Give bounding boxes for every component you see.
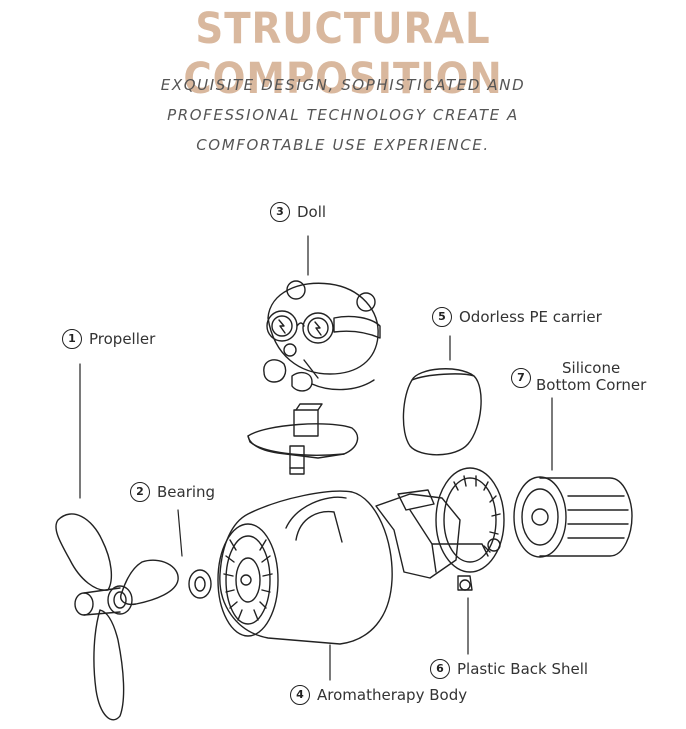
doll-base-drawing: [247, 403, 359, 475]
pe-carrier-drawing: [402, 368, 482, 456]
label-silicone-line-2: Bottom Corner: [536, 376, 647, 394]
label-back-shell-text: Plastic Back Shell: [457, 660, 589, 678]
label-bearing-number: 2: [130, 482, 150, 502]
label-propeller-text: Propeller: [89, 330, 156, 348]
bearing-drawing: [188, 569, 212, 599]
propeller-drawing: [55, 513, 179, 721]
page-title: STRUCTURAL COMPOSITION: [183, 4, 503, 104]
label-pe-carrier-number: 5: [432, 307, 452, 327]
doll-bear-drawing: [263, 280, 381, 392]
leader-lines: [79, 235, 553, 681]
label-silicone-number-wrap: 7: [511, 368, 538, 388]
label-aromatherapy-body-text: Aromatherapy Body: [317, 686, 468, 704]
label-pe-carrier: 5 Odorless PE carrier: [432, 307, 602, 327]
label-back-shell-number: 6: [430, 659, 450, 679]
label-silicone-line-1: Silicone: [562, 359, 621, 377]
label-aromatherapy-body-number: 4: [290, 685, 310, 705]
silicone-corner-drawing: [513, 476, 633, 558]
label-silicone: Silicone Bottom Corner: [536, 360, 646, 394]
label-propeller: 1 Propeller: [62, 329, 155, 349]
leader-bearing: [177, 509, 183, 557]
label-doll-text: Doll: [297, 203, 327, 221]
tagline-line-1: EXQUISITE DESIGN, SOPHISTICATED AND: [160, 76, 526, 94]
label-silicone-number: 7: [511, 368, 531, 388]
tagline-line-3: COMFORTABLE USE EXPERIENCE.: [196, 136, 490, 154]
label-doll: 3 Doll: [270, 202, 326, 222]
label-doll-number: 3: [270, 202, 290, 222]
back-shell-drawing: [375, 467, 505, 591]
label-propeller-number: 1: [62, 329, 82, 349]
label-pe-carrier-text: Odorless PE carrier: [459, 308, 602, 326]
label-aromatherapy-body: 4 Aromatherapy Body: [290, 685, 467, 705]
tagline-line-2: PROFESSIONAL TECHNOLOGY CREATE A: [167, 106, 519, 124]
label-back-shell: 6 Plastic Back Shell: [430, 659, 588, 679]
label-bearing: 2 Bearing: [130, 482, 215, 502]
label-bearing-text: Bearing: [157, 483, 216, 501]
aromatherapy-body-drawing: [217, 490, 393, 645]
